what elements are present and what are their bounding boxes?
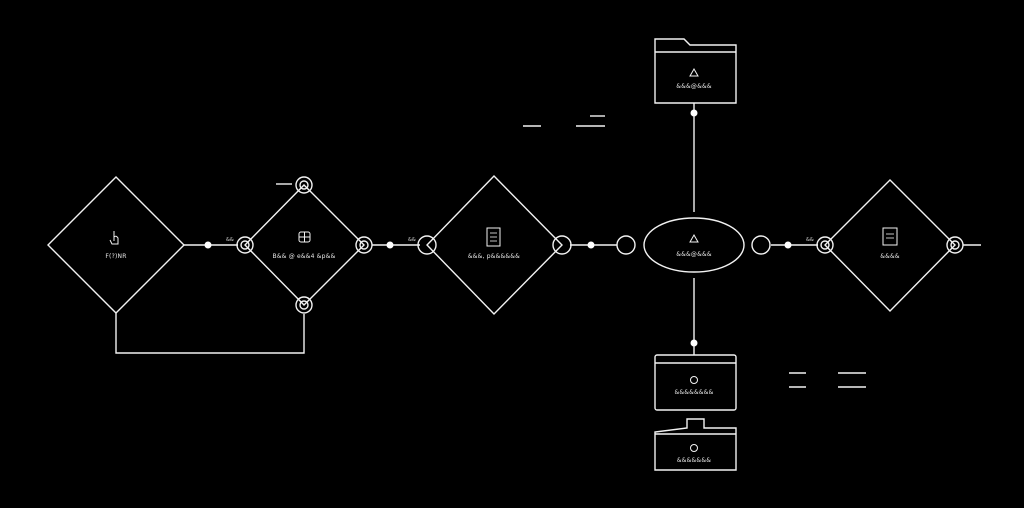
document-list-icon [486, 227, 501, 247]
node-label: &&&&&&& [677, 457, 711, 464]
connector-dots [204, 109, 792, 347]
recycle-icon [689, 233, 699, 243]
decorative-lines [276, 115, 866, 388]
document-icon [882, 227, 898, 246]
person-icon [690, 444, 698, 452]
edge-label: && [806, 237, 814, 243]
diamond-node-3[interactable]: &&&, p&&&&&& [417, 174, 572, 316]
drawer-node-bottom[interactable]: &&&&&&& [654, 418, 737, 471]
diamond-node-4[interactable]: &&&& [816, 179, 964, 312]
edge-labels: && && && [226, 237, 814, 243]
edge-label: && [226, 237, 234, 243]
diamond-node-1[interactable]: F(?)NR [47, 176, 185, 314]
node-label: &&&@&&& [676, 251, 712, 258]
node-label: F(?)NR [105, 253, 126, 260]
node-label: &&&, p&&&&&& [468, 253, 520, 260]
ellipse-node-center[interactable]: &&&@&&& [616, 217, 771, 273]
node-label: &&&@&&& [676, 83, 712, 90]
connectors [115, 103, 981, 355]
node-label: B&& @ e&&4 &p&& [273, 253, 336, 260]
node-label: &&&&&&&& [674, 389, 713, 396]
person-icon [690, 376, 698, 384]
edge-label: && [408, 237, 416, 243]
monitor-node-bottom[interactable]: &&&&&&&& [654, 354, 737, 411]
folder-node-top[interactable]: &&&@&&& [654, 38, 737, 104]
cube-icon [298, 231, 311, 243]
node-label: &&&& [880, 253, 900, 260]
recycle-icon [689, 67, 699, 77]
diamond-node-2[interactable]: B&& @ e&&4 &p&& [236, 176, 373, 314]
hand-pointer-icon [109, 231, 119, 245]
